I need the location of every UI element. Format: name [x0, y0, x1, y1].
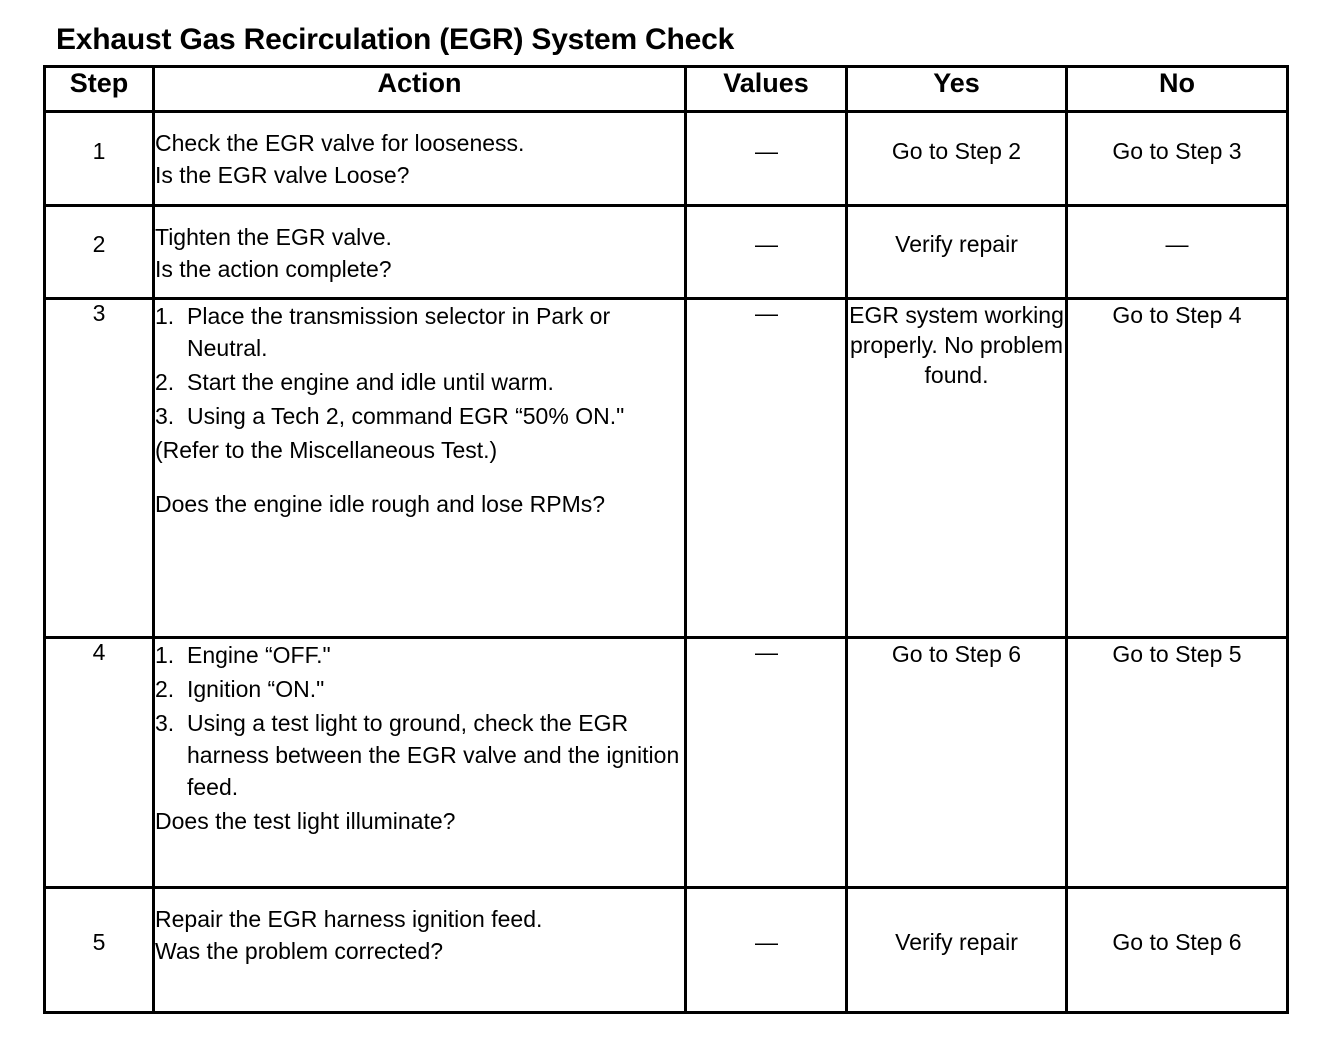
dash-placeholder: —: [755, 929, 778, 955]
list-item-number: 3.: [155, 403, 175, 429]
action-line: Repair the EGR harness ignition feed.: [155, 906, 543, 932]
yes-cell: Verify repair: [845, 204, 1068, 300]
table-row: 4 1. Engine “OFF." 2. Ignition “ON." 3.: [43, 636, 1289, 889]
list-item-text: Engine “OFF.": [187, 642, 331, 668]
yes-cell: Go to Step 2: [845, 110, 1068, 207]
values-cell: —: [684, 886, 848, 1014]
list-item-text: Using a test light to ground, check the …: [187, 710, 680, 800]
values-cell: —: [684, 297, 848, 639]
action-line: Check the EGR valve for looseness.: [155, 130, 525, 156]
action-question: Does the engine idle rough and lose RPMs…: [155, 491, 606, 517]
column-header-action: Action: [152, 65, 687, 113]
dash-placeholder: —: [755, 231, 778, 257]
action-line: Was the problem corrected?: [155, 938, 444, 964]
column-header-yes: Yes: [845, 65, 1068, 113]
action-cell: 1. Engine “OFF." 2. Ignition “ON." 3. Us…: [152, 636, 687, 889]
no-cell: Go to Step 6: [1065, 886, 1289, 1014]
values-cell: —: [684, 110, 848, 207]
list-item: 3. Using a test light to ground, check t…: [155, 707, 684, 803]
table-header-row: Step Action Values Yes No: [43, 65, 1289, 113]
step-number: 5: [43, 886, 155, 1014]
values-cell: —: [684, 636, 848, 889]
column-header-values: Values: [684, 65, 848, 113]
no-cell: Go to Step 4: [1065, 297, 1289, 639]
diagnostic-flow-table: Step Action Values Yes No 1 Check the EG…: [43, 65, 1289, 1014]
step-number: 2: [43, 204, 155, 300]
list-item: 1. Place the transmission selector in Pa…: [155, 300, 684, 364]
step-number: 3: [43, 297, 155, 639]
action-note: (Refer to the Miscellaneous Test.): [155, 437, 498, 463]
dash-placeholder: —: [755, 137, 778, 164]
dash-placeholder: —: [755, 639, 778, 665]
yes-cell: EGR system working properly. No problem …: [845, 297, 1068, 639]
action-step-list: 1. Place the transmission selector in Pa…: [155, 300, 684, 432]
table-row: 5 Repair the EGR harness ignition feed. …: [43, 886, 1289, 1014]
action-line: Is the action complete?: [155, 256, 392, 282]
column-header-no: No: [1065, 65, 1289, 113]
action-cell: Check the EGR valve for looseness. Is th…: [152, 110, 687, 207]
list-item-text: Ignition “ON.": [187, 676, 325, 702]
action-cell: Tighten the EGR valve. Is the action com…: [152, 204, 687, 300]
step-number: 1: [43, 110, 155, 207]
no-cell: —: [1065, 204, 1289, 300]
yes-cell: Go to Step 6: [845, 636, 1068, 889]
action-line: Tighten the EGR valve.: [155, 224, 392, 250]
dash-placeholder: —: [755, 300, 778, 326]
no-cell: Go to Step 3: [1065, 110, 1289, 207]
action-line: Is the EGR valve Loose?: [155, 162, 410, 188]
list-item-number: 3.: [155, 710, 175, 736]
table-row: 1 Check the EGR valve for looseness. Is …: [43, 110, 1289, 207]
list-item-number: 2.: [155, 369, 175, 395]
list-item: 2. Ignition “ON.": [155, 673, 684, 705]
action-question: Does the test light illuminate?: [155, 808, 456, 834]
list-item-number: 1.: [155, 642, 175, 668]
list-item-text: Start the engine and idle until warm.: [187, 369, 554, 395]
list-item-text: Place the transmission selector in Park …: [187, 303, 611, 361]
page-title: Exhaust Gas Recirculation (EGR) System C…: [56, 23, 735, 56]
list-item: 2. Start the engine and idle until warm.: [155, 366, 684, 398]
list-item-number: 2.: [155, 676, 175, 702]
yes-cell: Verify repair: [845, 886, 1068, 1014]
list-item: 3. Using a Tech 2, command EGR “50% ON.": [155, 400, 684, 432]
list-item: 1. Engine “OFF.": [155, 639, 684, 671]
table-row: 2 Tighten the EGR valve. Is the action c…: [43, 204, 1289, 300]
no-cell: Go to Step 5: [1065, 636, 1289, 889]
column-header-step: Step: [43, 65, 155, 113]
action-cell: Repair the EGR harness ignition feed. Wa…: [152, 886, 687, 1014]
action-cell: 1. Place the transmission selector in Pa…: [152, 297, 687, 639]
action-step-list: 1. Engine “OFF." 2. Ignition “ON." 3. Us…: [155, 639, 684, 803]
list-item-number: 1.: [155, 303, 175, 329]
values-cell: —: [684, 204, 848, 300]
list-item-text: Using a Tech 2, command EGR “50% ON.": [187, 403, 625, 429]
step-number: 4: [43, 636, 155, 889]
table-row: 3 1. Place the transmission selector in …: [43, 297, 1289, 639]
